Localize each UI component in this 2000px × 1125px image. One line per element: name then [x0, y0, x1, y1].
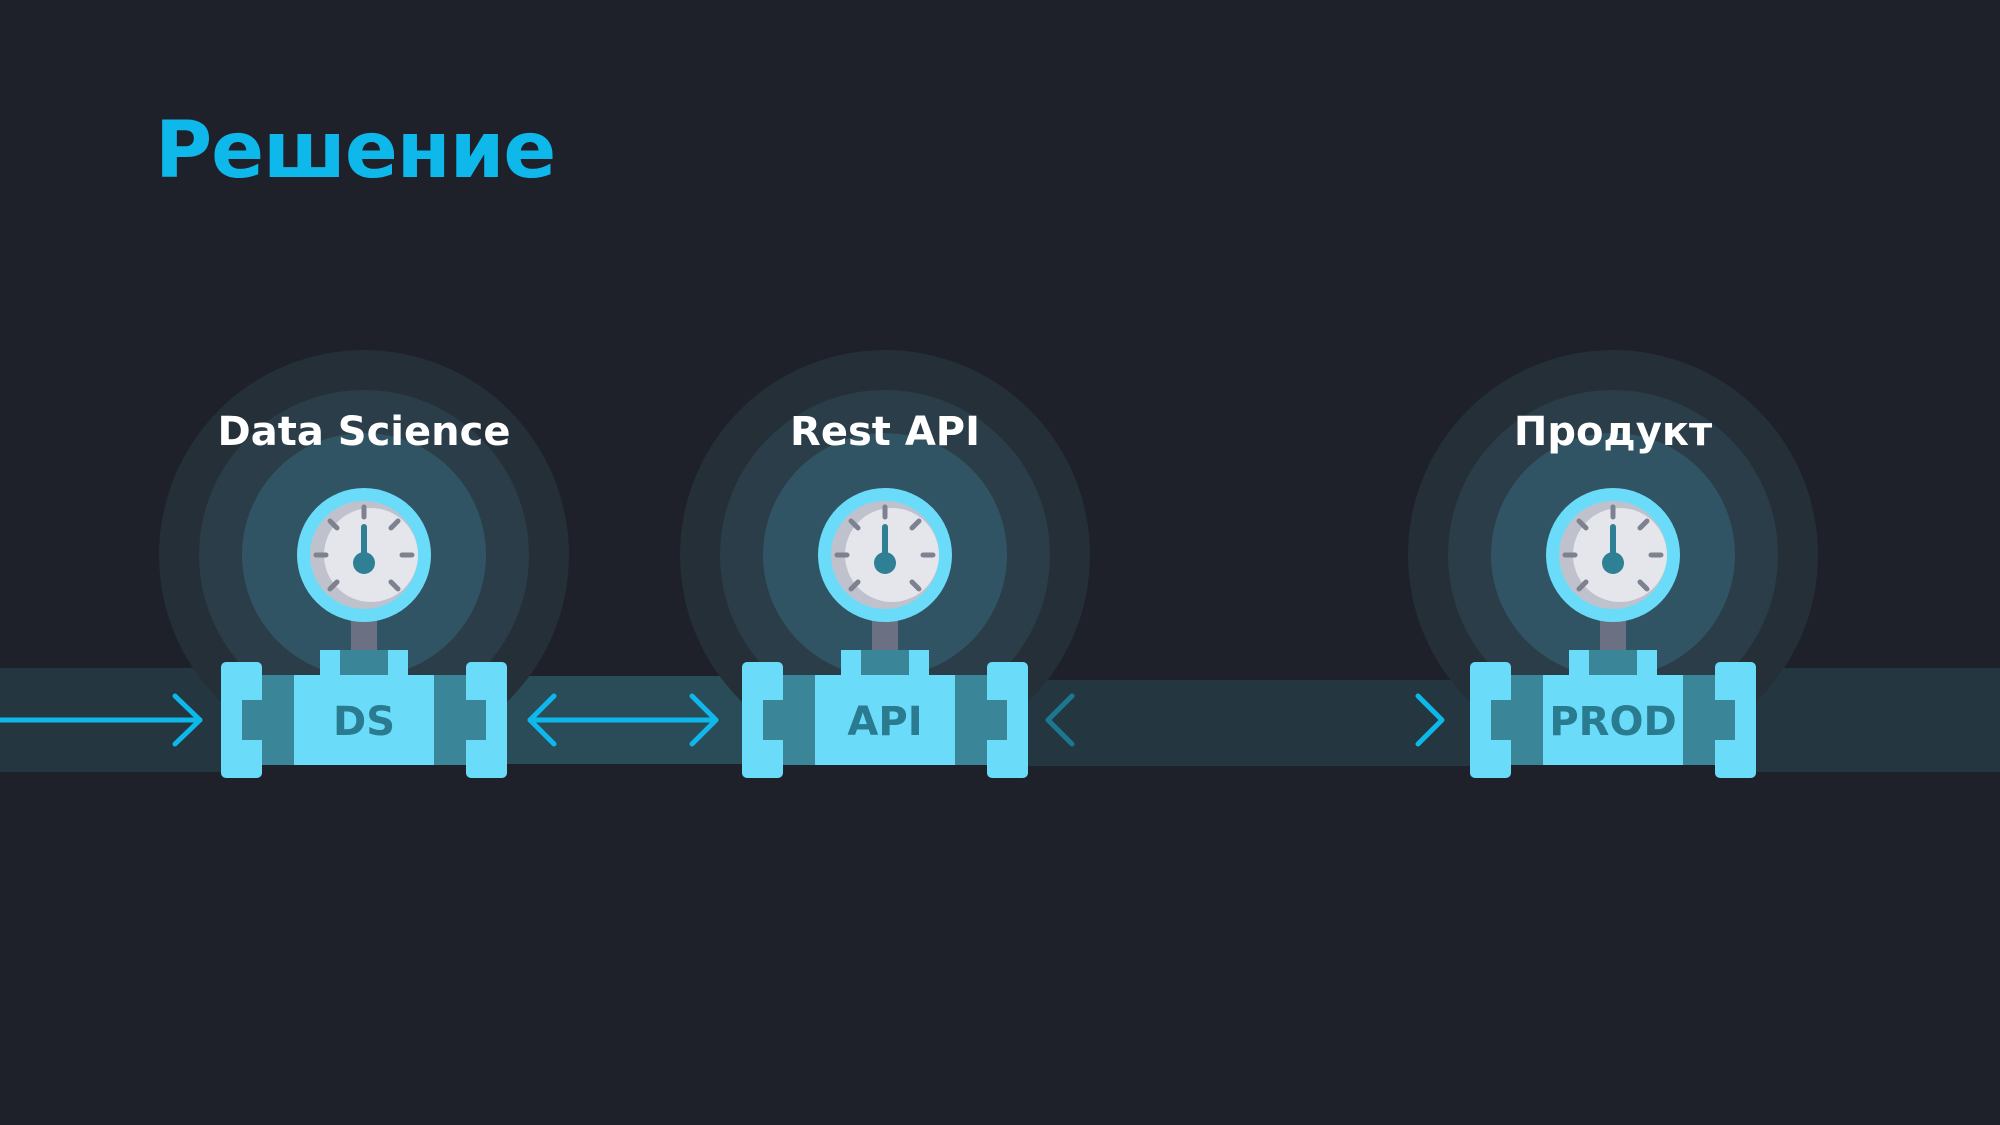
arrow-ds-api — [527, 693, 719, 747]
pressure-gauge-icon — [297, 488, 431, 678]
node-api-label: API — [847, 699, 922, 745]
arrow-api-prod — [1045, 693, 1445, 747]
node-prod-body: PROD — [1470, 662, 1756, 778]
pressure-gauge-icon — [818, 488, 952, 678]
pipe-segment-api-prod — [1025, 680, 1475, 766]
node-prod: Продукт — [1408, 350, 1818, 778]
node-prod-label: PROD — [1549, 699, 1676, 745]
node-ds-label: DS — [333, 699, 395, 745]
node-api: Rest API — [680, 350, 1090, 778]
node-ds: Data Science — [159, 350, 569, 778]
pressure-gauge-icon — [1546, 488, 1680, 678]
node-api-body: API — [742, 662, 1028, 778]
slide-title: Решение — [155, 106, 556, 196]
node-ds-title: Data Science — [218, 409, 511, 455]
arrow-input-to-ds — [0, 693, 203, 747]
node-ds-body: DS — [221, 662, 507, 778]
node-api-title: Rest API — [790, 409, 980, 455]
node-prod-title: Продукт — [1514, 409, 1713, 455]
